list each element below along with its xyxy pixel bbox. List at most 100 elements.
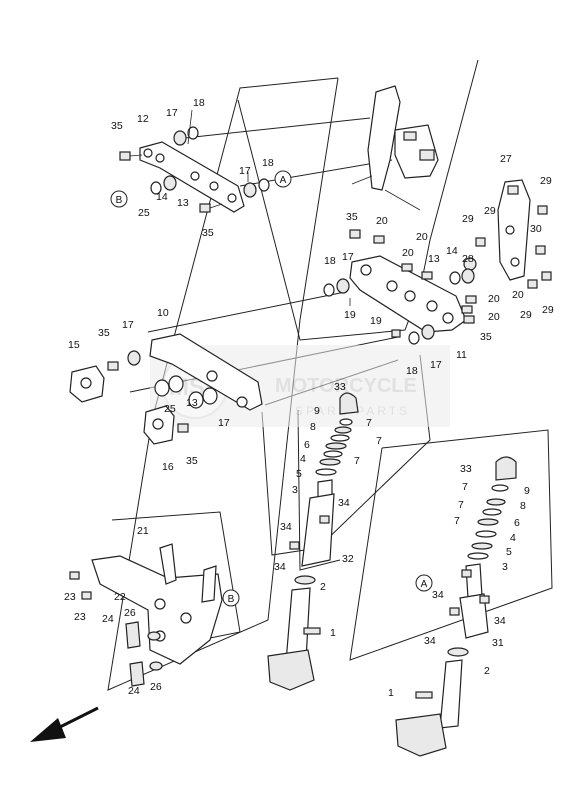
label-7: 7	[354, 455, 360, 467]
label-18: 18	[193, 97, 205, 109]
label-8: 8	[520, 500, 526, 512]
label-34: 34	[280, 521, 292, 533]
label-31: 31	[492, 637, 504, 649]
label-17: 17	[218, 417, 230, 429]
label-32: 32	[342, 553, 354, 565]
label-7: 7	[376, 435, 382, 447]
label-5: 5	[296, 468, 302, 480]
caps	[69, 365, 175, 445]
label-7: 7	[366, 417, 372, 429]
label-20: 20	[488, 311, 500, 323]
label-19: 19	[370, 315, 382, 327]
label-1: 1	[330, 627, 336, 639]
label-34: 34	[424, 635, 436, 647]
label-17: 17	[122, 319, 134, 331]
ref-a-top: A	[280, 175, 287, 186]
label-24: 24	[102, 613, 114, 625]
label-7: 7	[462, 481, 468, 493]
label-11: 11	[456, 349, 467, 361]
label-8: 8	[310, 421, 316, 433]
label-35: 35	[346, 211, 358, 223]
label-13: 13	[177, 197, 189, 209]
center-fork	[267, 392, 359, 691]
label-23: 23	[64, 591, 76, 603]
label-21: 21	[137, 525, 149, 537]
steering-head	[351, 85, 439, 211]
label-20: 20	[376, 215, 388, 227]
label-23: 23	[74, 611, 86, 623]
right-fork	[395, 456, 517, 757]
label-7: 7	[454, 515, 460, 527]
label-27: 27	[500, 153, 512, 165]
upper-bracket	[119, 109, 270, 213]
label-3: 3	[292, 484, 298, 496]
label-35: 35	[98, 327, 110, 339]
label-10: 10	[157, 307, 169, 319]
reference-markers: A A B B	[110, 170, 433, 607]
label-30: 30	[530, 223, 542, 235]
label-2: 2	[320, 581, 326, 593]
ref-b-top: B	[116, 195, 123, 206]
label-17: 17	[430, 359, 442, 371]
label-5: 5	[506, 546, 512, 558]
label-17: 17	[239, 165, 251, 177]
label-14: 14	[156, 191, 168, 203]
label-2: 2	[484, 665, 490, 677]
label-18: 18	[262, 157, 274, 169]
ref-a-fork: A	[421, 579, 428, 590]
label-35: 35	[480, 331, 492, 343]
watermark-title: MOTORCYCLE	[275, 375, 417, 397]
ref-b-bracket: B	[228, 594, 235, 605]
label-9: 9	[314, 405, 320, 417]
label-17: 17	[166, 107, 178, 119]
label-20: 20	[402, 247, 414, 259]
label-34: 34	[274, 561, 286, 573]
label-29: 29	[542, 304, 554, 316]
label-33: 33	[334, 381, 346, 393]
label-6: 6	[304, 439, 310, 451]
label-29: 29	[540, 175, 552, 187]
label-24: 24	[128, 685, 140, 697]
label-34: 34	[494, 615, 506, 627]
direction-arrow	[30, 706, 99, 742]
label-4: 4	[300, 453, 306, 465]
label-13: 13	[428, 253, 440, 265]
label-34: 34	[432, 589, 444, 601]
part-labels: 35 12 17 18 17 18 25 14 13 35 27 29 29 2…	[64, 97, 554, 699]
label-7: 7	[458, 499, 464, 511]
right-bracket	[463, 179, 552, 289]
label-16: 16	[162, 461, 174, 473]
middle-bracket	[323, 229, 477, 345]
label-3: 3	[502, 561, 508, 573]
label-35: 35	[111, 120, 123, 132]
label-29: 29	[520, 309, 532, 321]
label-19: 19	[344, 309, 356, 321]
label-20: 20	[488, 293, 500, 305]
label-1: 1	[388, 687, 394, 699]
label-9: 9	[524, 485, 530, 497]
label-18: 18	[324, 255, 336, 267]
label-4: 4	[510, 532, 516, 544]
label-25: 25	[138, 207, 150, 219]
label-28: 28	[462, 253, 474, 265]
label-25: 25	[164, 403, 176, 415]
label-12: 12	[137, 113, 149, 125]
label-18: 18	[406, 365, 418, 377]
label-6: 6	[514, 517, 520, 529]
label-22: 22	[114, 591, 126, 603]
label-17: 17	[342, 251, 354, 263]
label-15: 15	[68, 339, 80, 351]
label-33: 33	[460, 463, 472, 475]
label-13: 13	[186, 397, 198, 409]
label-20: 20	[512, 289, 524, 301]
lower-bracket	[107, 333, 263, 433]
label-35: 35	[202, 227, 214, 239]
label-29: 29	[462, 213, 474, 225]
label-14: 14	[446, 245, 458, 257]
mount-bracket	[69, 543, 223, 687]
label-26: 26	[124, 607, 136, 619]
label-34: 34	[338, 497, 350, 509]
label-35: 35	[186, 455, 198, 467]
label-26: 26	[150, 681, 162, 693]
